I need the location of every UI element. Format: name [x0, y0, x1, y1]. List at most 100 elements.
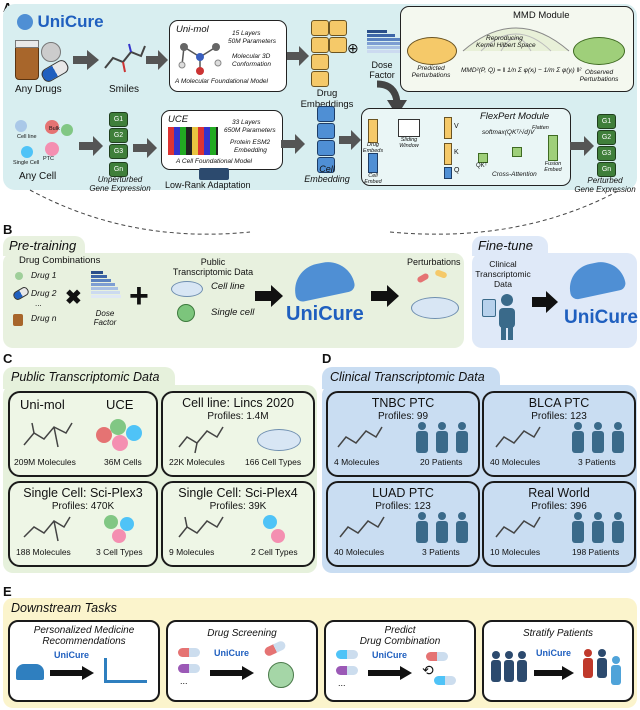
unimol-spec-3d: Molecular 3D [232, 53, 271, 60]
protein-embedding-icon [168, 127, 218, 155]
arrow-icon [255, 285, 283, 307]
pretrain-panel: Drug Combinations Drug 1 Drug 2 ... Drug… [3, 253, 464, 348]
k-label: K [454, 149, 459, 156]
arrow-icon [339, 130, 361, 150]
unimol-molecules-count: 209M Molecules [14, 457, 76, 467]
flexpert-cell-embed-icon [368, 153, 378, 173]
cycle-arrows-icon: ⟲ [422, 662, 434, 678]
task-3-ellipsis: ... [338, 678, 346, 688]
patient-bed-icon [104, 658, 147, 683]
uce-model-box: UCE 33 Layers 650M Parameters Protein ES… [161, 110, 283, 170]
combo-drug-b-icon [434, 676, 456, 685]
panel-label-c: C [3, 351, 13, 366]
cell-embedding-block [317, 123, 335, 139]
panel-c-public-data: Uni-mol UCE 209M Molecules 36M Cells Cel… [3, 385, 317, 573]
capsule-icon [434, 269, 448, 279]
lincs-cell-types: 166 Cell Types [245, 457, 302, 467]
lora-label: Low-Rank Adaptation [165, 180, 251, 190]
q-vector-icon [444, 167, 452, 179]
arrow-icon [133, 138, 157, 158]
capsule-icon [336, 666, 358, 675]
task-drug-combination: Predict Drug Combination ... UniCure ⟲ [324, 620, 476, 702]
sliding-window-icon [398, 119, 420, 137]
sciplex4-title: Single Cell: Sci-Plex4 [178, 486, 298, 500]
lincs-molecules: 22K Molecules [169, 457, 225, 467]
tnbc-profiles: Profiles: 99 [377, 411, 429, 422]
panel-label-e: E [3, 584, 12, 599]
panel-d-clinical-data: TNBC PTC Profiles: 99 4 Molecules 20 Pat… [322, 385, 637, 573]
foundation-models-card: Uni-mol UCE 209M Molecules 36M Cells [8, 391, 158, 477]
blca-profiles: Profiles: 123 [531, 411, 587, 422]
stratified-patients-icon [583, 649, 621, 685]
sciplex4-profiles: Profiles: 39K [209, 501, 267, 512]
dose-factor-icon [91, 271, 121, 298]
arrow-icon [79, 136, 103, 156]
capsule-icon [336, 650, 358, 659]
perturbed-gene-g1-box: G1 [597, 114, 616, 129]
luad-patients: 3 Patients [422, 547, 460, 557]
task-drug-screening: Drug Screening ... UniCure [166, 620, 318, 702]
drug-embedding-block [311, 54, 329, 70]
drug-1-label: Drug 1 [31, 270, 57, 280]
petri-dish-icon [171, 281, 203, 297]
perturbations-label: Perturbations [407, 257, 461, 267]
dashed-connector [29, 189, 621, 235]
smiles-label: Smiles [109, 84, 140, 95]
flexpert-drug-embeds-label: Drug Embeds [362, 142, 384, 154]
perturbed-gene-g2-box: G2 [597, 130, 616, 145]
luad-profiles: Profiles: 123 [375, 501, 431, 512]
sliding-window-label: Sliding Window [399, 137, 419, 149]
lincs-card: Cell line: Lincs 2020 Profiles: 1.4M 22K… [161, 391, 315, 477]
arrow-icon [73, 50, 99, 70]
blca-patients: 3 Patients [578, 457, 616, 467]
luad-molecules: 40 Molecules [334, 547, 385, 557]
uce-title: UCE [168, 114, 189, 125]
mmd-formula: MMD²(P, Q) = ‖ 1/n Σ φ(xᵢ) − 1/m Σ φ(yᵢ)… [461, 67, 582, 74]
arrow-icon [368, 666, 412, 680]
finetune-panel: Clinical Transcriptomic Data UniCure [472, 253, 638, 348]
observed-perturbations-label: Observed Perturbations [579, 69, 619, 83]
iv-bag-icon [482, 299, 496, 317]
bottle-cap-icon [15, 40, 39, 48]
capsule-icon [39, 57, 71, 85]
cell-embedding-block [317, 106, 335, 122]
lora-adapter-icon [199, 168, 229, 180]
tnbc-patients: 20 Patients [420, 457, 463, 467]
blca-molecules: 40 Molecules [490, 457, 541, 467]
cell-embedding-block [317, 140, 335, 156]
tablet-icon [41, 42, 61, 62]
arrow-icon [570, 136, 594, 156]
observed-distribution-icon [573, 37, 625, 65]
sciplex3-title: Single Cell: Sci-Plex3 [23, 486, 143, 500]
public-data-tab-label: Public Transcriptomic Data [11, 370, 160, 384]
unicure-cell-icon [290, 257, 356, 303]
cell-embedding-label: Cell Embedding [304, 164, 350, 184]
task-personalized-medicine: Personalized Medicine Recommendations Un… [8, 620, 160, 702]
molecule-icon [495, 516, 541, 538]
sciplex3-molecules: 188 Molecules [16, 547, 71, 557]
unicure-cell-icon [565, 257, 627, 301]
uce-spec-esm2: Protein ESM2 [230, 139, 271, 146]
mmd-rkhs-line1: Reproducing [486, 35, 523, 42]
task-4-unicure: UniCure [536, 648, 572, 658]
pill-bottle-icon [15, 44, 39, 80]
any-cell-label: Any Cell [19, 171, 57, 182]
perturbation-dish-icon [411, 297, 459, 319]
blca-card: BLCA PTC Profiles: 123 40 Molecules 3 Pa… [482, 391, 636, 477]
selected-drug-icon [263, 639, 287, 658]
drug-n-icon [13, 314, 23, 326]
luad-title: LUAD PTC [372, 486, 434, 500]
flatten-label: Flatten [532, 125, 549, 131]
task-3-title: Predict Drug Combination [359, 625, 441, 647]
unperturbed-label: Unperturbed Gene Expression [89, 175, 151, 193]
perturbed-label: Perturbed Gene Expression [574, 176, 636, 194]
cell-type-bulk-label: Bulk [49, 126, 60, 132]
uce-cells-count: 36M Cells [104, 457, 142, 467]
blca-title: BLCA PTC [528, 396, 590, 410]
fusion-embed-label: Fusion Embed [544, 161, 562, 173]
task-1-unicure: UniCure [54, 650, 90, 660]
drug-embedding-block [311, 37, 329, 53]
panel-label-d: D [322, 351, 332, 366]
clinical-data-tab: Clinical Transcriptomic Data [322, 367, 500, 389]
drug-embedding-block [311, 71, 329, 87]
